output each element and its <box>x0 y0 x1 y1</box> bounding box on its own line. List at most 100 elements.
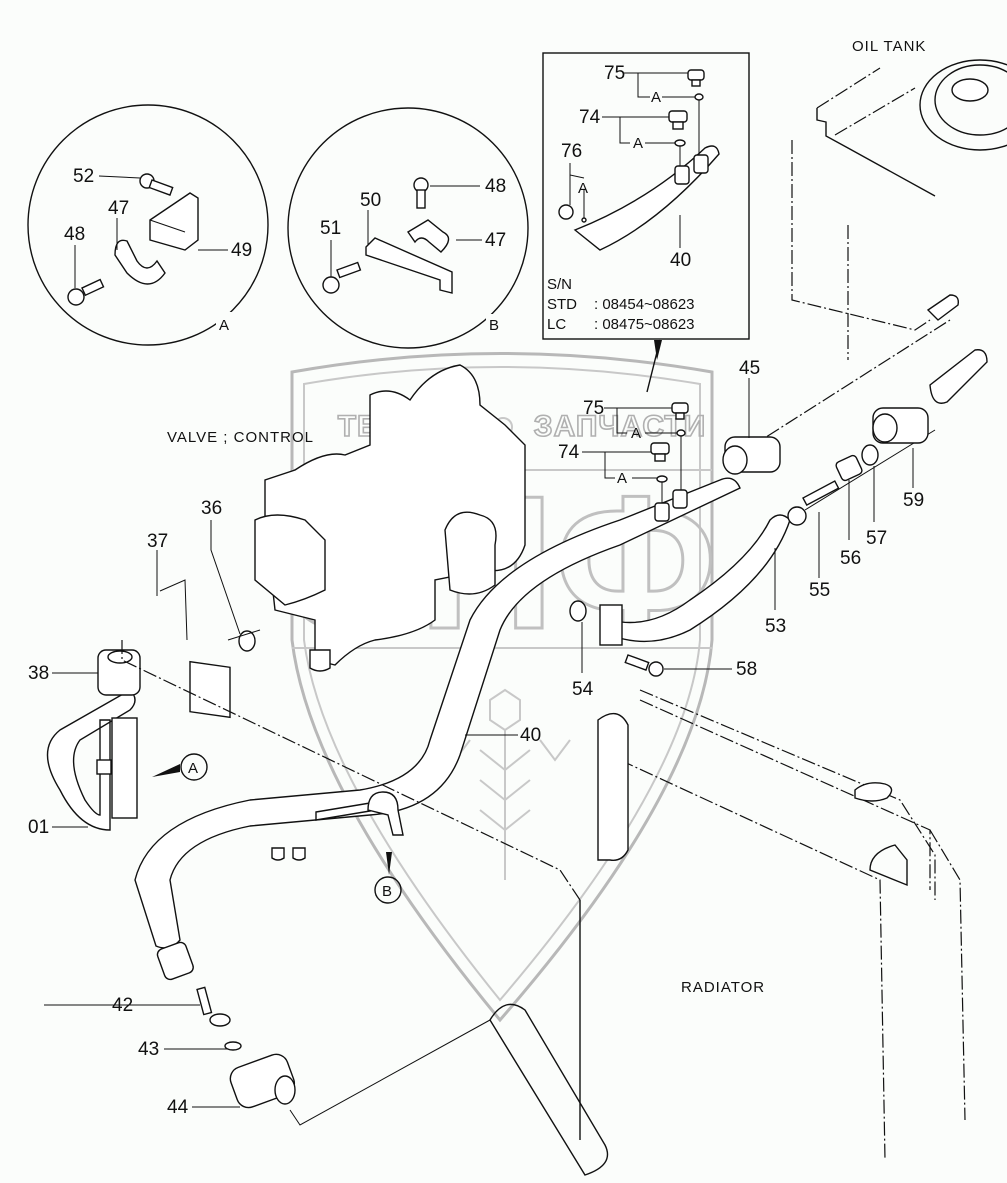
callout-43: 43 <box>138 1039 159 1060</box>
oil-tank-outlet-pipe <box>929 349 988 404</box>
valve-control-label: VALVE ; CONTROL <box>167 429 314 446</box>
plug-75-main <box>671 402 689 420</box>
fitting-55 <box>787 480 840 526</box>
washer-43 <box>224 1041 242 1051</box>
watermark-shield-inner <box>303 366 701 1002</box>
assembly-line <box>227 629 261 641</box>
callout-36: 36 <box>201 498 222 519</box>
serial-inset: 75 A 74 A 76 A 40 S/N STD : 08454~08623 … <box>542 52 750 340</box>
valve-spool-cluster <box>444 511 497 595</box>
oring <box>656 475 668 483</box>
plug-74-main <box>650 442 670 462</box>
callout-a-52: 52 <box>73 166 94 187</box>
oil-tank: OIL TANK <box>791 38 1007 360</box>
ref-b-arrow <box>386 852 392 875</box>
callout-38: 38 <box>28 663 49 684</box>
inset-callout-40: 40 <box>670 250 691 271</box>
oring <box>676 429 686 437</box>
clamp-b <box>367 791 404 836</box>
oil-tank-label: OIL TANK <box>852 38 926 55</box>
radiator-cap <box>854 782 893 802</box>
boss <box>654 502 670 522</box>
callout-b-50: 50 <box>360 190 381 211</box>
callout-44: 44 <box>167 1097 189 1118</box>
hose-clamp-45 <box>722 436 781 475</box>
callout-b-51: 51 <box>320 218 341 239</box>
ref-a-label: A <box>188 760 199 777</box>
callout-59: 59 <box>903 490 924 511</box>
callout-b-47: 47 <box>485 230 506 251</box>
right-parts <box>624 294 988 677</box>
inset-boss <box>674 165 690 185</box>
callout-b-48: 48 <box>485 176 506 197</box>
radiator: RADIATOR <box>489 689 966 1176</box>
detail-a-marker: A <box>219 317 230 334</box>
sleeve-56 <box>835 454 863 482</box>
pipes <box>46 477 791 981</box>
hose-clamp-44 <box>229 1053 296 1109</box>
ref-a-arrow <box>152 764 180 777</box>
callout-74: 74 <box>558 442 580 463</box>
bolt-58 <box>624 654 664 677</box>
ring-57 <box>861 444 879 466</box>
callout-01: 01 <box>28 817 49 838</box>
callout-57: 57 <box>866 528 887 549</box>
ref-b-circle <box>374 876 402 904</box>
pipe-01 <box>46 689 136 831</box>
serial-heading: S/N <box>547 276 572 293</box>
bracket-50 <box>365 237 453 294</box>
inset-frame <box>542 52 750 340</box>
inset-callout-a: A <box>651 89 662 106</box>
inset-callout-75: 75 <box>604 63 625 84</box>
valve-inlet-flange <box>254 514 326 606</box>
valve-port <box>309 649 331 672</box>
detail-b: 48 50 47 51 B <box>287 107 529 349</box>
flange-37 <box>189 660 231 719</box>
oring <box>674 139 686 147</box>
callout-42: 42 <box>112 995 133 1016</box>
lower-left-parts <box>196 986 491 1126</box>
oil-tank-stub <box>926 294 960 321</box>
callout-45: 45 <box>739 358 760 379</box>
inset-callout-a: A <box>633 135 644 152</box>
radiator-lower-hose <box>489 1003 609 1176</box>
pipe-stubs <box>271 847 306 861</box>
radiator-label: RADIATOR <box>681 979 765 996</box>
callout-40: 40 <box>520 725 541 746</box>
bolt-48 <box>67 278 105 306</box>
callout-a-74: A <box>617 470 628 487</box>
serial-std-label: STD <box>547 296 577 313</box>
callouts: 75 A 74 A 45 59 55 56 57 53 58 54 40 36 … <box>28 358 924 1118</box>
clamp-47 <box>114 239 166 285</box>
serial-std-range: : 08454~08623 <box>594 296 695 313</box>
serial-lc-label: LC <box>547 316 566 333</box>
pipe-01-riser <box>111 717 138 819</box>
control-valve: VALVE ; CONTROL <box>167 364 526 672</box>
callout-a-48: 48 <box>64 224 85 245</box>
pipe-01-clamp-bolt <box>96 759 112 775</box>
bolt-48 <box>413 177 429 209</box>
watermark-wheat-icon <box>439 688 571 880</box>
bolt-52 <box>139 173 174 196</box>
callout-56: 56 <box>840 548 861 569</box>
detail-a: 52 47 48 49 A <box>27 104 269 346</box>
callout-54: 54 <box>572 679 594 700</box>
oil-tank-cap <box>951 78 989 102</box>
callout-53: 53 <box>765 616 786 637</box>
hose-clamp-59 <box>872 407 929 444</box>
inset-boss <box>693 154 709 174</box>
bracket-49 <box>149 192 199 251</box>
assembly-line <box>159 579 188 641</box>
callout-a-47: 47 <box>108 198 129 219</box>
detail-b-marker: B <box>489 317 500 334</box>
callout-58: 58 <box>736 659 757 680</box>
plug-74 <box>668 110 688 130</box>
plug-75 <box>687 69 705 87</box>
flange-54 <box>599 604 623 646</box>
callout-75: 75 <box>583 398 604 419</box>
oring-54 <box>569 600 587 622</box>
inset-callout-76: 76 <box>561 141 582 162</box>
oring <box>581 217 587 223</box>
